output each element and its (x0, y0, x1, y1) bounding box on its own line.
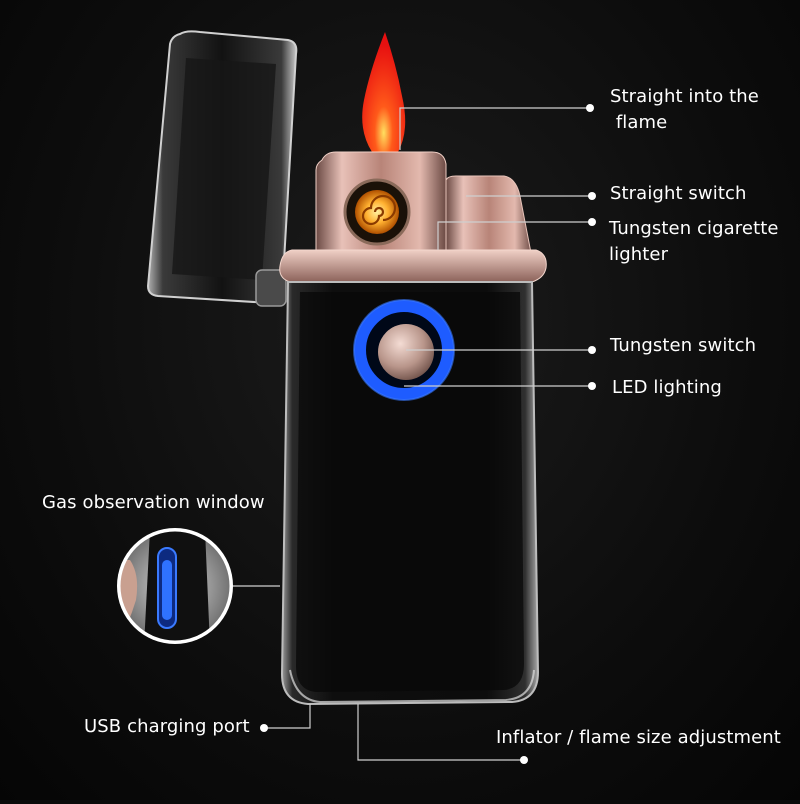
label-tungsten-switch: Tungsten switch (610, 335, 757, 356)
label-tungsten-lighter: Tungsten cigarette lighter (609, 218, 779, 265)
tungsten-switch-button (378, 324, 434, 380)
label-led-lighting: LED lighting (612, 377, 722, 398)
label-gas-window: Gas observation window (42, 492, 265, 513)
gas-level-window (162, 560, 172, 620)
collar (279, 249, 547, 283)
label-usb-port: USB charging port (84, 716, 250, 737)
label-straight-switch: Straight switch (610, 183, 747, 204)
label-inflator: Inflator / flame size adjustment (496, 727, 781, 748)
flame (362, 32, 406, 158)
straight-switch-housing (445, 175, 533, 259)
hinge (255, 269, 287, 307)
label-flame: Straight into the flame (610, 86, 759, 133)
